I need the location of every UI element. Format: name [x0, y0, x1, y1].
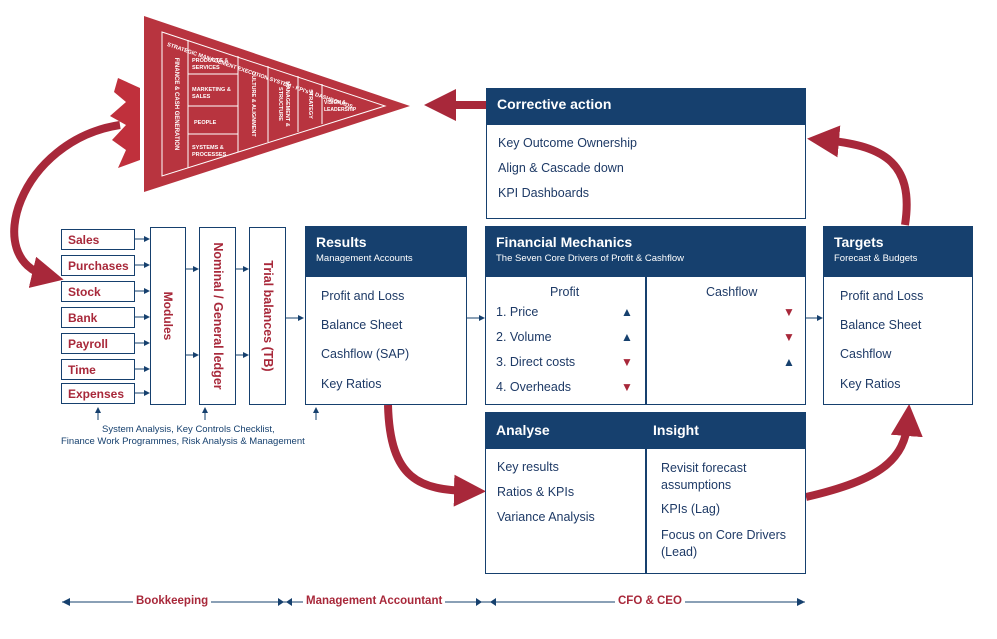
targets-item: Key Ratios	[840, 377, 901, 391]
results-item: Cashflow (SAP)	[321, 347, 410, 361]
results-panel: Results Management Accounts Profit and L…	[305, 226, 467, 405]
driver-item: 4. Overheads	[496, 380, 572, 394]
analyse-insight-header: Analyse Insight	[486, 413, 805, 449]
cashflow-up-arrow-icon: ▲	[783, 355, 795, 369]
profit-column-label: Profit	[550, 285, 580, 299]
mechanics-subtitle: The Seven Core Drivers of Profit & Cashf…	[496, 253, 684, 264]
modules-box: Modules	[150, 227, 186, 405]
pyramid-stack-marketing: MARKETING & SALES	[192, 87, 231, 100]
targets-subtitle: Forecast & Budgets	[834, 253, 918, 264]
corrective-item: Key Outcome Ownership	[498, 136, 637, 150]
corrective-item: Align & Cascade down	[498, 161, 624, 175]
ledger-label: Nominal / General ledger	[210, 242, 225, 390]
pyramid-stack-products: PRODUCTS & SERVICES	[192, 58, 229, 71]
pyramid-strategy: STRATEGY	[307, 89, 313, 119]
cashflow-down-arrow-icon: ▼	[783, 305, 795, 319]
profit-up-arrow-icon: ▲	[621, 305, 633, 319]
analyse-insight-panel: Analyse Insight Key results Ratios & KPI…	[485, 412, 806, 574]
profit-down-arrow-icon: ▼	[621, 380, 633, 394]
corrective-action-header: Corrective action	[487, 89, 805, 125]
insight-item: Focus on Core Drivers (Lead)	[661, 528, 787, 559]
corrective-action-title: Corrective action	[497, 96, 612, 112]
mechanics-divider	[645, 277, 647, 404]
pyramid-stack-people: PEOPLE	[194, 120, 217, 126]
trial-balance-label: Trial balances (TB)	[260, 260, 275, 372]
controls-note-line-2: Finance Work Programmes, Risk Analysis &…	[61, 436, 305, 447]
source-time: Time	[61, 359, 135, 380]
results-item: Balance Sheet	[321, 318, 403, 332]
results-title: Results	[316, 234, 367, 250]
targets-item: Profit and Loss	[840, 289, 924, 303]
pyramid-vision: VISION & LEADERSHIP	[324, 100, 357, 113]
flame-icon	[110, 78, 140, 168]
results-item: Profit and Loss	[321, 289, 405, 303]
driver-item: 1. Price	[496, 305, 539, 319]
targets-item: Cashflow	[840, 347, 892, 361]
insight-title: Insight	[653, 422, 699, 438]
source-payroll: Payroll	[61, 333, 135, 354]
results-header: Results Management Accounts	[306, 227, 466, 277]
pyramid-finance-column: FINANCE & CASH GENERATION	[173, 57, 179, 151]
arrow-targets-to-corrective	[807, 125, 911, 226]
driver-item: 2. Volume	[496, 330, 552, 344]
source-sales: Sales	[61, 229, 135, 250]
analyse-title: Analyse	[496, 422, 550, 438]
analyse-insight-divider	[645, 449, 647, 573]
pyramid-management: MANAGEMENT & STRUCTURE	[277, 81, 290, 127]
driver-item: 3. Direct costs	[496, 355, 576, 369]
source-expenses: Expenses	[61, 383, 135, 404]
source-bank: Bank	[61, 307, 135, 328]
pyramid-culture: CULTURE & ALIGNMENT	[250, 71, 256, 137]
profit-up-arrow-icon: ▲	[621, 330, 633, 344]
corrective-item: KPI Dashboards	[498, 186, 590, 200]
arrow-insight-to-targets	[805, 404, 923, 501]
analyse-item: Key results	[497, 460, 559, 474]
analyse-item: Variance Analysis	[497, 510, 595, 524]
targets-panel: Targets Forecast & Budgets Profit and Lo…	[823, 226, 973, 405]
trial-balance-box: Trial balances (TB)	[249, 227, 286, 405]
scale-management-accountant: Management Accountant	[303, 595, 446, 607]
modules-label: Modules	[161, 291, 175, 341]
controls-note-line-1: System Analysis, Key Controls Checklist,	[102, 424, 275, 435]
targets-title: Targets	[834, 234, 884, 250]
ledger-box: Nominal / General ledger	[199, 227, 236, 405]
scale-cfo-ceo: CFO & CEO	[615, 595, 685, 607]
results-item: Key Ratios	[321, 377, 382, 391]
insight-item: KPIs (Lag)	[661, 502, 721, 516]
mechanics-header: Financial Mechanics The Seven Core Drive…	[486, 227, 805, 277]
analyse-item: Ratios & KPIs	[497, 485, 575, 499]
targets-item: Balance Sheet	[840, 318, 922, 332]
arrow-results-to-analyse	[384, 404, 486, 507]
scale-bookkeeping: Bookkeeping	[133, 595, 212, 607]
results-subtitle: Management Accounts	[316, 253, 413, 264]
insight-item: Revisit forecast assumptions	[661, 461, 747, 492]
source-stock: Stock	[61, 281, 135, 302]
financial-mechanics-panel: Financial Mechanics The Seven Core Drive…	[485, 226, 806, 405]
pyramid-stack-systems: SYSTEMS & PROCESSES	[192, 145, 227, 158]
strategy-pyramid	[144, 16, 410, 192]
mechanics-title: Financial Mechanics	[496, 234, 633, 250]
source-purchases: Purchases	[61, 255, 135, 276]
targets-header: Targets Forecast & Budgets	[824, 227, 972, 277]
cashflow-column-label: Cashflow	[706, 285, 758, 299]
profit-down-arrow-icon: ▼	[621, 355, 633, 369]
cashflow-down-arrow-icon: ▼	[783, 330, 795, 344]
corrective-action-panel: Corrective action Key Outcome Ownership …	[486, 88, 806, 219]
arrow-pyramid-to-sales	[10, 121, 121, 288]
